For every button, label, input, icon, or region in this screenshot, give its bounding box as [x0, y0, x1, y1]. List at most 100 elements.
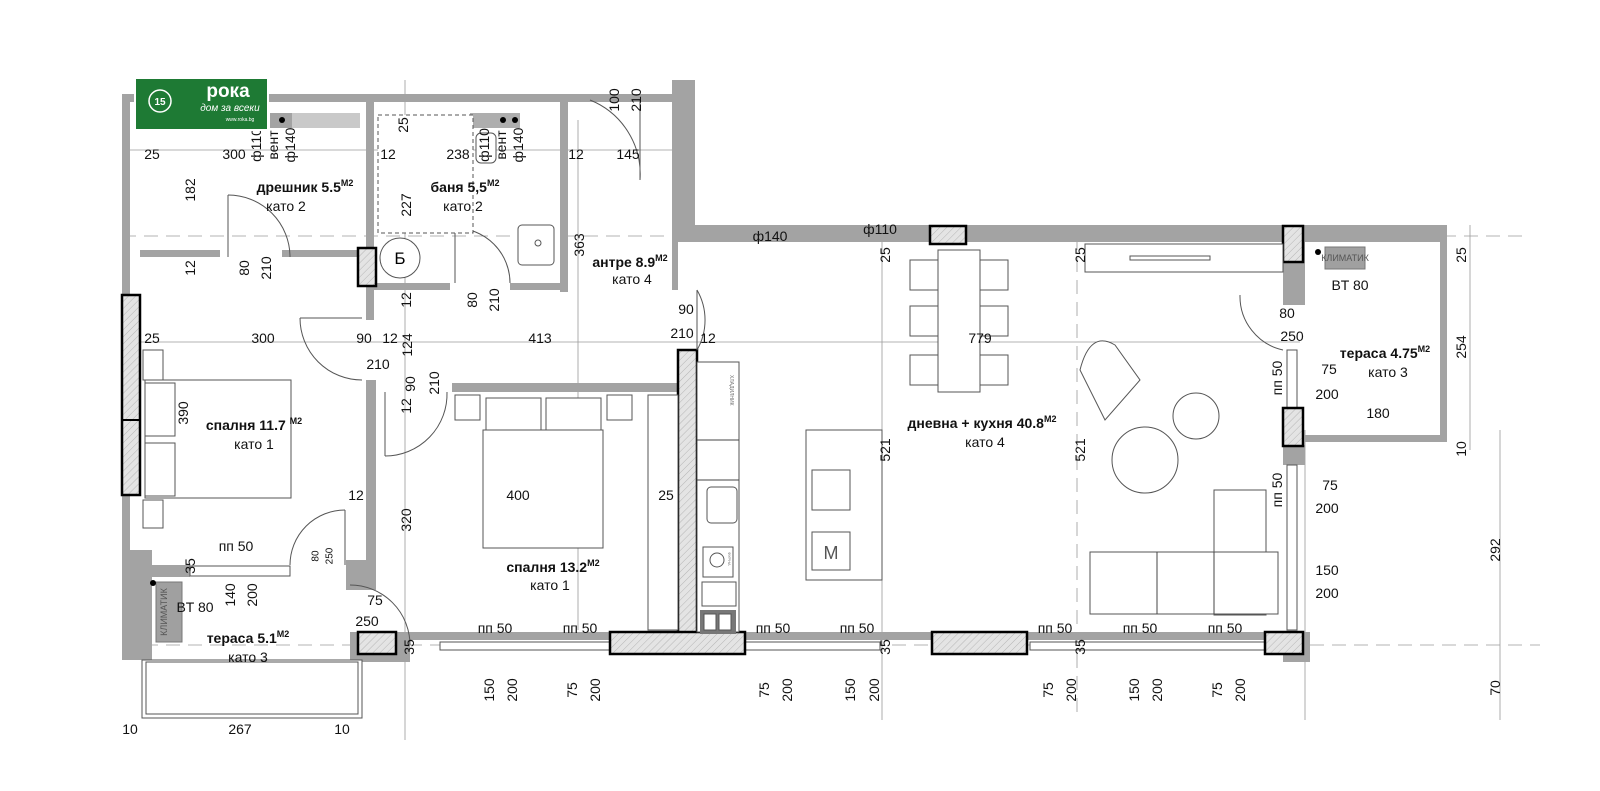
- room-living-kitchen: дневна + кухня 40.8M2 като 4: [908, 414, 1057, 450]
- dimension-label: 200: [1315, 386, 1339, 402]
- dimension-label: 210: [628, 88, 644, 112]
- dimension-label: 210: [258, 256, 274, 280]
- room-unit: M2: [487, 178, 500, 188]
- dimension-label: 12: [398, 398, 414, 414]
- room-bedroom-1: спалня 11.7 M2 като 1: [206, 416, 302, 452]
- room-unit: M2: [1044, 414, 1057, 424]
- dimension-label: 210: [426, 371, 442, 395]
- dimension-label: 75: [1321, 361, 1337, 377]
- dimension-label: 75: [1209, 682, 1225, 698]
- dimension-label: 320: [398, 508, 414, 532]
- ac-label-right: КЛИМАТИК: [1321, 253, 1369, 263]
- dimension-label: 12: [700, 330, 716, 346]
- dimension-label: 413: [528, 330, 552, 346]
- room-floor: като 3: [228, 649, 268, 665]
- dimension-label: 12: [398, 292, 414, 308]
- dimension-label: 180: [1366, 405, 1390, 421]
- dimension-label: 75: [367, 592, 383, 608]
- logo-tagline: дом за всеки: [200, 103, 260, 114]
- dimension-label: 254: [1453, 335, 1469, 359]
- dimension-label: 250: [325, 547, 336, 564]
- dimension-label: 100: [606, 88, 622, 112]
- room-name: баня 5,5: [431, 179, 488, 195]
- dimension-label: 12: [382, 330, 398, 346]
- dimension-label: 75: [564, 682, 580, 698]
- dimension-label: 35: [1072, 639, 1088, 655]
- room-name: тераса 4.75: [1340, 345, 1418, 361]
- room-name: дневна + кухня 40.8: [908, 415, 1045, 431]
- windows: [141, 349, 1298, 719]
- dimension-label: 250: [1280, 328, 1304, 344]
- dimension-label: вент: [265, 130, 281, 160]
- dimension-label: 200: [866, 678, 882, 702]
- room-dressing: дрешник 5.5M2 като 2: [257, 178, 354, 214]
- dimension-label: 145: [616, 146, 640, 162]
- dimension-label: пп 50: [1269, 360, 1285, 395]
- dimension-label: вент: [493, 130, 509, 160]
- dimension-label: 25: [658, 487, 674, 503]
- dimension-label: 292: [1487, 538, 1503, 562]
- dimension-label: 90: [402, 376, 418, 392]
- room-unit: M2: [290, 416, 303, 426]
- dimension-label: 25: [1453, 247, 1469, 263]
- dimension-label: 200: [504, 678, 520, 702]
- dimension-label: 150: [1126, 678, 1142, 702]
- dimension-label: пп 50: [1208, 620, 1243, 636]
- dimension-label: 200: [1315, 500, 1339, 516]
- room-unit: M2: [655, 253, 668, 263]
- dimension-label: пп 50: [219, 538, 254, 554]
- room-floor: като 1: [234, 436, 274, 452]
- ventilation-label: BT 80: [1331, 277, 1368, 293]
- dimension-label: пп 50: [1123, 620, 1158, 636]
- dimension-label: 150: [1315, 562, 1339, 578]
- dimension-label: 200: [244, 583, 260, 607]
- dimension-label: 80: [311, 550, 322, 562]
- room-labels: дрешник 5.5M2 като 2 баня 5,5M2 като 2 а…: [206, 178, 1430, 665]
- room-unit: M2: [277, 629, 290, 639]
- room-name: тераса 5.1: [207, 630, 277, 646]
- dimension-label: 210: [486, 288, 502, 312]
- dimension-label: 80: [464, 292, 480, 308]
- dimension-label: 200: [1149, 678, 1165, 702]
- room-name: спалня 13.2: [506, 559, 587, 575]
- fridge-label: ХЛАДИЛНИК: [728, 375, 734, 406]
- room-unit: M2: [1418, 344, 1431, 354]
- dimension-label: пп 50: [563, 620, 598, 636]
- dimension-label: 10: [122, 721, 138, 737]
- svg-text:баня 5,5M2: баня 5,5M2: [431, 178, 500, 195]
- room-unit: M2: [341, 178, 354, 188]
- dimension-label: 35: [877, 639, 893, 655]
- room-hallway: антре 8.9M2 като 4: [592, 253, 667, 287]
- dimension-label: 70: [1487, 680, 1503, 696]
- dimension-label: 124: [399, 333, 415, 357]
- dimension-label: 200: [587, 678, 603, 702]
- room-floor: като 1: [530, 577, 570, 593]
- dimension-label: 80: [236, 260, 252, 276]
- room-floor: като 4: [612, 271, 652, 287]
- dimension-label: 521: [1072, 438, 1088, 462]
- room-terrace-left: тераса 5.1M2 като 3: [207, 629, 290, 665]
- dimension-label: пп 50: [1038, 620, 1073, 636]
- washing-machine-symbol: M: [824, 543, 839, 563]
- dimension-label: 75: [756, 682, 772, 698]
- dimension-label: 90: [678, 301, 694, 317]
- dimension-label: 25: [395, 117, 411, 133]
- dimension-label: 200: [779, 678, 795, 702]
- room-name: антре 8.9: [592, 254, 655, 270]
- room-bedroom-2: спалня 13.2M2 като 1: [506, 558, 599, 593]
- furniture: Б ХЛАДИЛНИК ФУРНА M КЛИМАТИК КЛИМАТИК: [142, 114, 1370, 643]
- dimension-label: 12: [182, 260, 198, 276]
- dimension-label: 25: [1072, 247, 1088, 263]
- dimension-label: ф140: [753, 228, 788, 244]
- columns: [120, 224, 1305, 656]
- room-name: спалня 11.7: [206, 417, 290, 433]
- roka-logo: 15 рока дом за всеки www.roka.bg: [134, 77, 269, 131]
- dimension-label: 25: [144, 330, 160, 346]
- dimension-label: 182: [182, 178, 198, 202]
- dimension-label: 12: [380, 146, 396, 162]
- dimension-label: 10: [1453, 441, 1469, 457]
- room-floor: като 2: [266, 198, 306, 214]
- dimension-label: 25: [877, 247, 893, 263]
- svg-text:дневна + кухня 40.8M2: дневна + кухня 40.8M2: [908, 414, 1057, 431]
- dimension-label: ф110: [476, 128, 492, 162]
